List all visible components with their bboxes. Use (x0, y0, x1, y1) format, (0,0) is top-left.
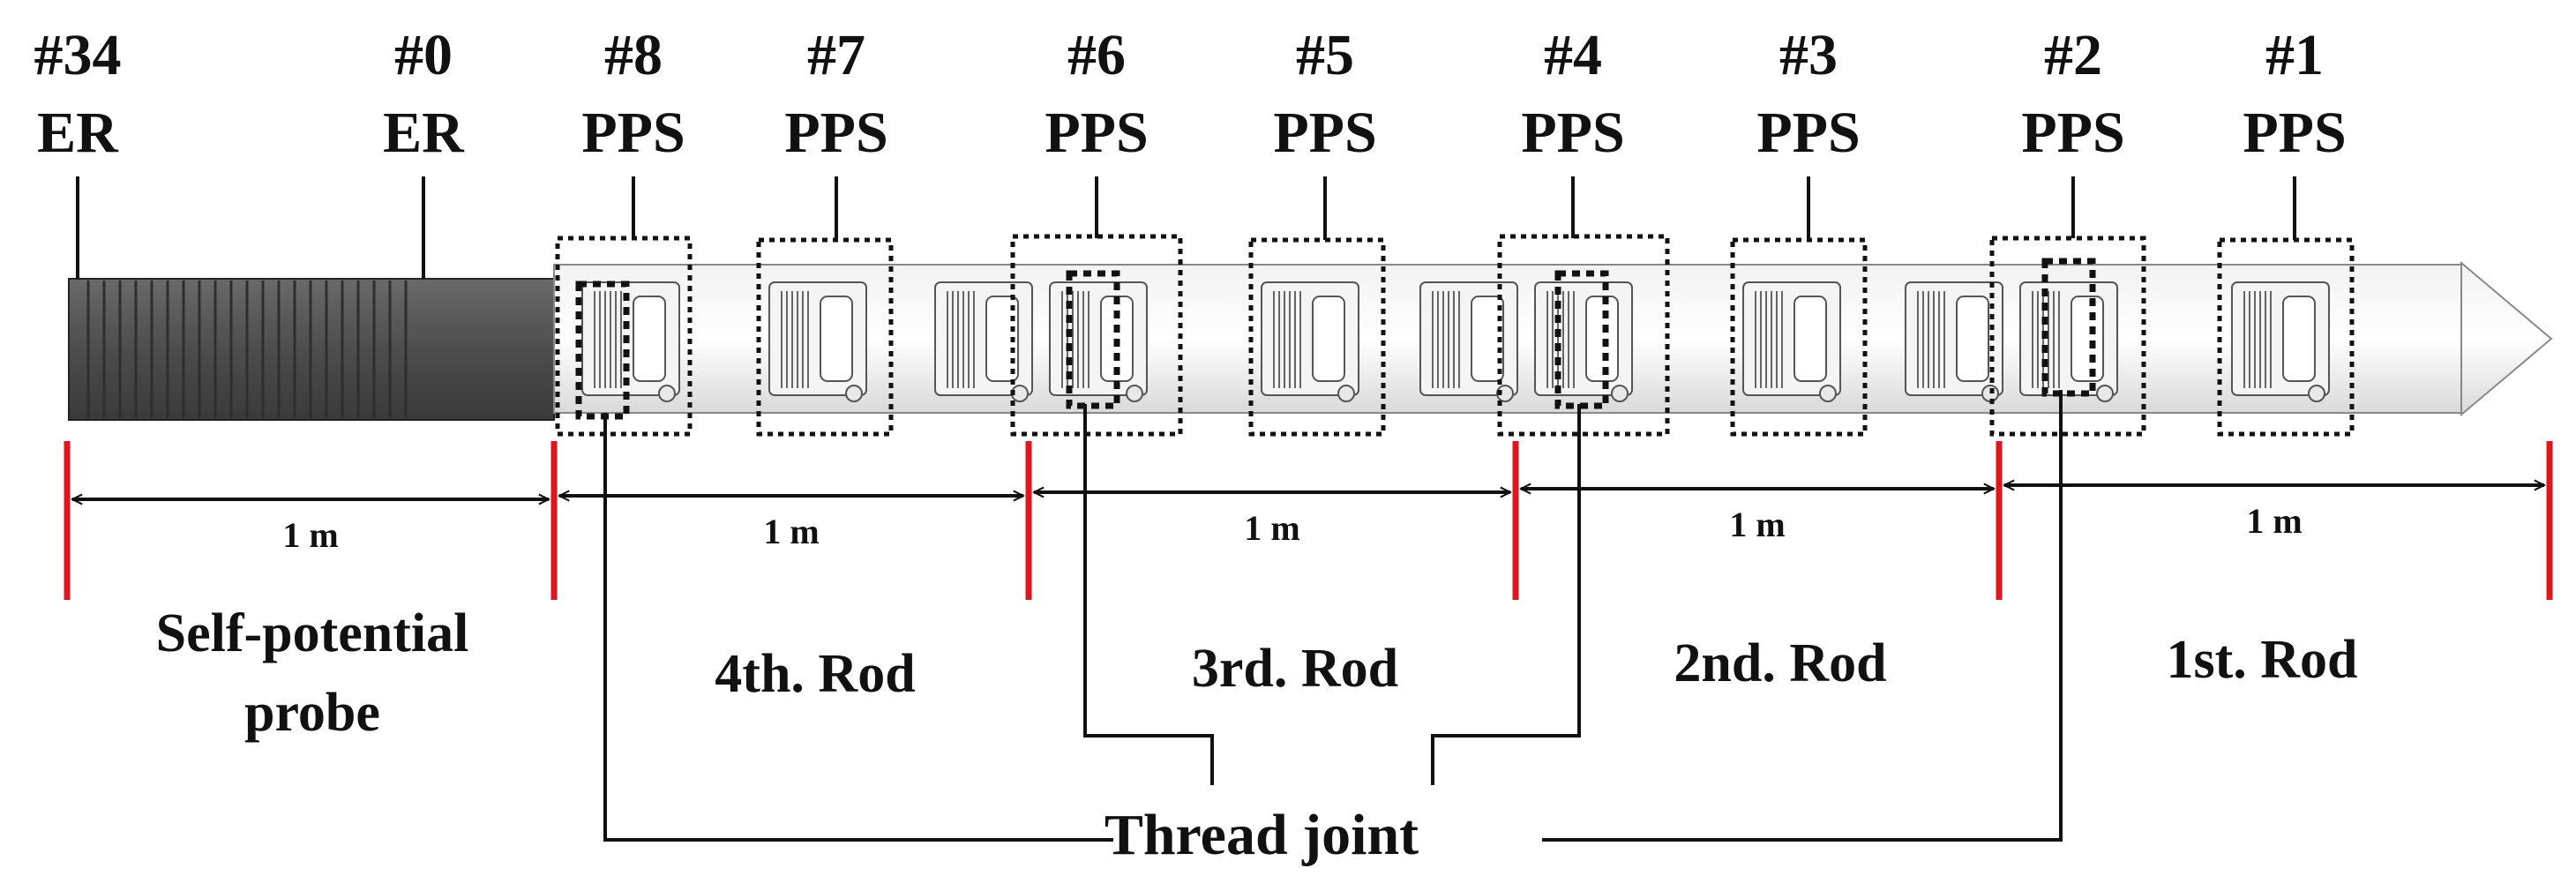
module-core (1471, 296, 1504, 382)
sensor-type-label: PPS (1756, 101, 1860, 165)
sensor-dotted-box (1497, 234, 1670, 437)
module-core (820, 296, 853, 382)
thread-joint-leader-line (603, 413, 1113, 842)
sensor-dotted-box (1248, 237, 1386, 437)
sensor-type-label: PPS (1273, 101, 1376, 165)
sensor-id-label: #1 (2265, 23, 2324, 87)
module-core (2071, 296, 2104, 382)
sensor-id-label: #4 (1544, 23, 1602, 87)
segment-length-label: 1 m (282, 515, 338, 555)
sensor-id-label: #8 (604, 23, 663, 87)
module-bolt (2308, 385, 2325, 402)
sensor-id-label: #0 (394, 23, 453, 87)
thread-joint-box (1554, 270, 1609, 409)
segment-name-label: probe (244, 683, 380, 743)
module-core (2282, 296, 2316, 382)
segment-length-label: 1 m (2246, 501, 2302, 541)
sensor-type-label: PPS (1045, 101, 1148, 165)
sensor-modules (581, 281, 2330, 402)
thread-joint-leader-line (1431, 404, 1581, 785)
module-core (1956, 296, 1989, 382)
segment-length-label: 1 m (1729, 505, 1785, 544)
sensor-type-label: ER (37, 101, 119, 165)
sensor-type-label: ER (383, 101, 465, 165)
module-bolt (658, 385, 676, 402)
sensor-dotted-box (1010, 234, 1183, 437)
module-bolt (1126, 385, 1143, 402)
module-core (1312, 296, 1345, 382)
sensor-type-label: PPS (2021, 101, 2124, 165)
sensor-dotted-box (756, 237, 894, 437)
cone-tip (2460, 260, 2553, 417)
sensor-id-label: #5 (1296, 23, 1354, 87)
sensor-type-label: PPS (2243, 101, 2346, 165)
sensor-boxes (555, 234, 2355, 437)
thread-joint-leader-line (1083, 404, 1214, 785)
module-core (1585, 296, 1619, 382)
module-bolt (1496, 385, 1514, 402)
segment-dividers (64, 441, 2553, 600)
module-bolt (1337, 385, 1355, 402)
sensor-type-label: PPS (581, 101, 685, 165)
probe-rings (86, 281, 408, 418)
module-core (633, 296, 666, 382)
sensor-id-label: #34 (34, 23, 122, 87)
sensor-id-label: #2 (2044, 23, 2102, 87)
thread-joint-callout: Thread joint (603, 390, 2063, 867)
thread-joint-box (1066, 270, 1120, 409)
segment-length-label: 1 m (1244, 508, 1299, 548)
sensor-type-label: PPS (784, 101, 887, 165)
segment-length-label: 1 m (763, 512, 819, 551)
thread-joint-label: Thread joint (1105, 803, 1419, 867)
thread-joint-box (575, 281, 630, 420)
segment-name-label: 2nd. Rod (1674, 633, 1886, 693)
segment-name-label: Self-potential (156, 603, 469, 663)
sensor-dotted-box (2217, 237, 2355, 437)
segment-name-label: 3rd. Rod (1192, 639, 1398, 699)
module-bolt (845, 385, 863, 402)
sensor-dotted-box (555, 236, 693, 437)
module-bolt (1819, 385, 1837, 402)
dimension-arrows: 1 m 1 m 1 m 1 m 1 m (72, 485, 2544, 555)
sensor-id-label: #6 (1067, 23, 1126, 87)
module-bolt (2096, 385, 2114, 402)
thread-joint-leader-line (1542, 390, 2063, 842)
segment-name-label: 1st. Rod (2166, 630, 2357, 690)
module-core (985, 296, 1019, 382)
module-core (1793, 296, 1827, 382)
segment-names: Self-potential probe 4th. Rod 3rd. Rod 2nd. … (156, 603, 2358, 743)
sensor-dotted-box (1989, 236, 2146, 437)
segment-name-label: 4th. Rod (715, 644, 915, 704)
thread-joint-box (2041, 258, 2096, 397)
module-bolt (1611, 385, 1629, 402)
sensor-type-label: PPS (1521, 101, 1624, 165)
sensor-dotted-box (1730, 237, 1868, 437)
sensor-id-label: #7 (807, 23, 865, 87)
sensor-id-label: #3 (1779, 23, 1838, 87)
probe-body (68, 260, 2553, 421)
